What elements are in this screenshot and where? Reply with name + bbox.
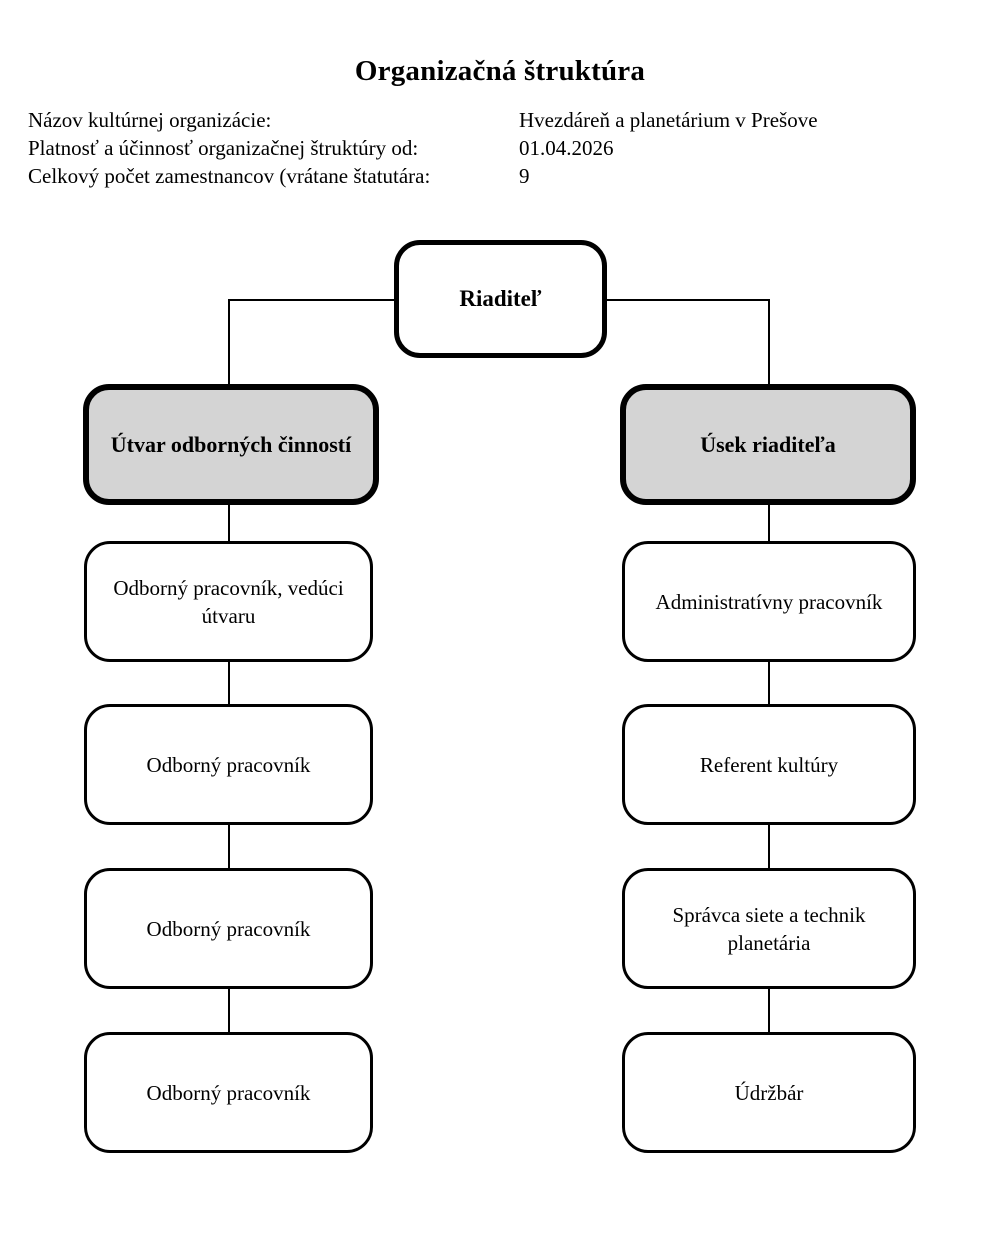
org-box-specialist-3-label: Odborný pracovník: [146, 916, 311, 941]
org-box-network-admin-planetarium-technician-label: Správca siete a technik planetária: [672, 902, 866, 955]
meta-row-organization: Názov kultúrnej organizácie: Hvezdáreň a…: [28, 106, 968, 134]
org-box-specialist-2: Odborný pracovník: [84, 704, 373, 825]
meta-value-validity: 01.04.2026: [519, 136, 614, 160]
connector-root-to-left-vertical: [228, 299, 230, 384]
connector-right-3: [768, 825, 770, 868]
org-box-director: Riaditeľ: [394, 240, 607, 358]
connector-right-4: [768, 989, 770, 1032]
connector-root-to-right-vertical: [768, 299, 770, 384]
connector-left-3: [228, 825, 230, 868]
connector-root-to-right-horizontal: [607, 299, 769, 301]
org-box-administrative-worker: Administratívny pracovník: [622, 541, 916, 662]
meta-row-employee-count: Celkový počet zamestnancov (vrátane štat…: [28, 162, 968, 190]
org-box-director-section-label: Úsek riaditeľa: [700, 431, 836, 457]
org-box-professional-activities-unit-label: Útvar odborných činností: [110, 431, 352, 457]
connector-right-2: [768, 662, 770, 704]
connector-root-to-left-horizontal: [228, 299, 394, 301]
org-box-specialist-4-label: Odborný pracovník: [146, 1080, 311, 1105]
meta-value-organization: Hvezdáreň a planetárium v Prešove: [519, 108, 818, 132]
meta-value-employee-count: 9: [519, 164, 530, 188]
connector-right-1: [768, 505, 770, 541]
org-box-specialist-3: Odborný pracovník: [84, 868, 373, 989]
meta-label-employee-count: Celkový počet zamestnancov (vrátane štat…: [28, 164, 431, 188]
org-box-director-section: Úsek riaditeľa: [620, 384, 916, 505]
org-box-culture-officer: Referent kultúry: [622, 704, 916, 825]
meta-label-organization: Názov kultúrnej organizácie:: [28, 108, 272, 132]
org-box-director-label: Riaditeľ: [459, 286, 542, 311]
org-box-network-admin-planetarium-technician: Správca siete a technik planetária: [622, 868, 916, 989]
org-box-administrative-worker-label: Administratívny pracovník: [655, 589, 883, 614]
org-box-professional-activities-unit: Útvar odborných činností: [83, 384, 379, 505]
meta-label-validity: Platnosť a účinnosť organizačnej štruktú…: [28, 136, 419, 160]
org-box-specialist-unit-head-label: Odborný pracovník, vedúci útvaru: [113, 575, 344, 628]
connector-left-4: [228, 989, 230, 1032]
org-box-maintenance-worker-label: Údržbár: [734, 1080, 804, 1105]
connector-left-1: [228, 505, 230, 541]
org-box-specialist-unit-head: Odborný pracovník, vedúci útvaru: [84, 541, 373, 662]
org-box-specialist-2-label: Odborný pracovník: [146, 752, 311, 777]
connector-left-2: [228, 662, 230, 704]
meta-row-validity: Platnosť a účinnosť organizačnej štruktú…: [28, 134, 968, 162]
org-box-specialist-4: Odborný pracovník: [84, 1032, 373, 1153]
meta-block: Názov kultúrnej organizácie: Hvezdáreň a…: [28, 106, 968, 190]
page-title: Organizačná štruktúra: [354, 55, 646, 87]
org-box-maintenance-worker: Údržbár: [622, 1032, 916, 1153]
org-box-culture-officer-label: Referent kultúry: [699, 752, 839, 777]
